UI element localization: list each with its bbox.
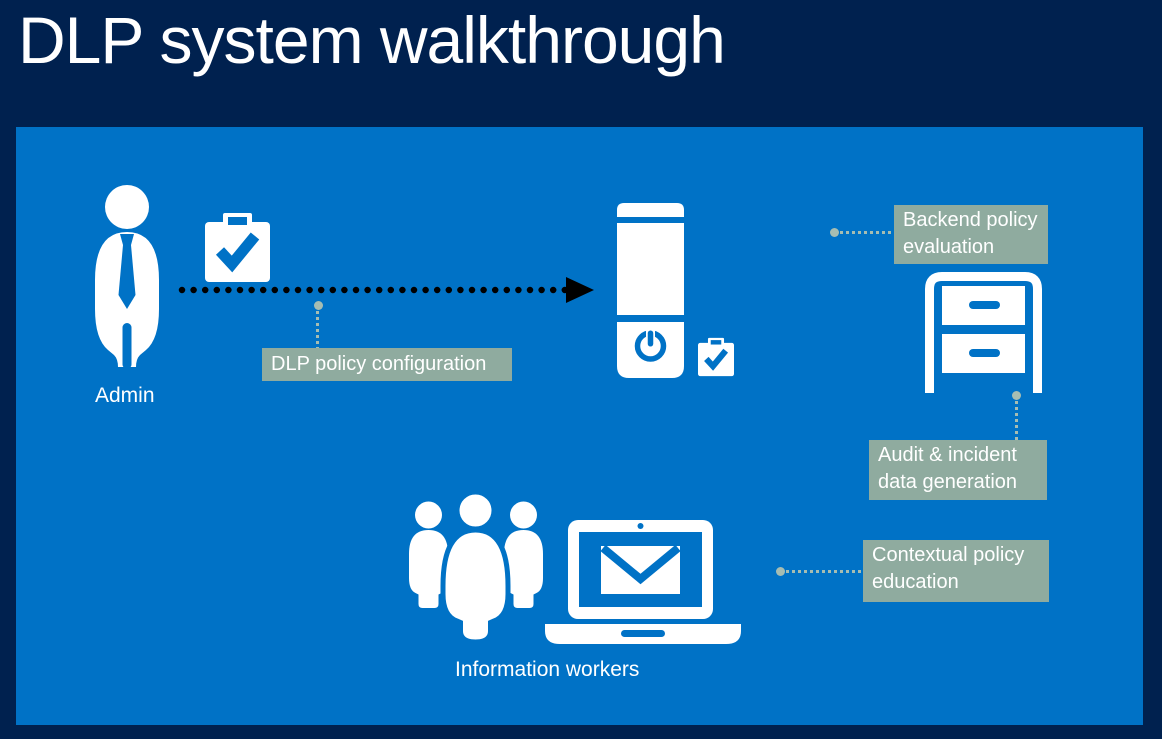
callout-text-line2: education (872, 571, 959, 593)
leader-line-backend (840, 231, 894, 234)
laptop-email-icon (545, 520, 741, 644)
trackpad-notch (621, 630, 665, 637)
tie-knot (120, 234, 134, 245)
callout-backend-policy-evaluation: Backend policy evaluation (894, 205, 1048, 264)
file-cabinet-icon (925, 272, 1042, 393)
callout-text-line1: Backend policy (903, 209, 1038, 231)
leader-dot-contextual (776, 567, 785, 576)
leader-dot-dlp (314, 301, 323, 310)
information-workers-label: Information workers (455, 658, 640, 681)
callout-text-line1: Contextual policy (872, 544, 1025, 566)
callout-text-line2: data generation (878, 471, 1018, 493)
drawer-handle (969, 349, 1000, 357)
drawer-handle (969, 301, 1000, 309)
callout-text: DLP policy configuration (271, 353, 487, 375)
callout-text-line2: evaluation (903, 236, 995, 258)
callout-audit-incident-data-generation: Audit & incident data generation (869, 440, 1047, 500)
people-group-icon (409, 489, 543, 645)
arrowhead-icon (566, 277, 594, 303)
diagram-panel: Admin DLP policy configuration Backend p… (16, 127, 1143, 725)
legs-split (122, 323, 132, 369)
callout-contextual-policy-education: Contextual policy education (863, 540, 1049, 602)
clipboard-check-icon (205, 213, 270, 282)
clipboard-check-icon-small (698, 337, 734, 377)
leader-line-dlp (316, 311, 319, 348)
policy-flow-arrow (178, 277, 594, 303)
leader-dot-audit (1012, 391, 1021, 400)
leader-dot-backend (830, 228, 839, 237)
callout-text-line1: Audit & incident (878, 444, 1017, 466)
webcam-dot (637, 523, 644, 529)
leader-line-contextual (786, 570, 863, 573)
admin-label: Admin (95, 384, 155, 407)
page-title: DLP system walkthrough (18, 3, 726, 77)
server-tower-icon (617, 203, 684, 378)
leader-line-audit (1015, 401, 1018, 440)
callout-dlp-policy-configuration: DLP policy configuration (262, 348, 512, 381)
tie-tail (118, 245, 136, 309)
person-tie-icon (95, 185, 159, 369)
